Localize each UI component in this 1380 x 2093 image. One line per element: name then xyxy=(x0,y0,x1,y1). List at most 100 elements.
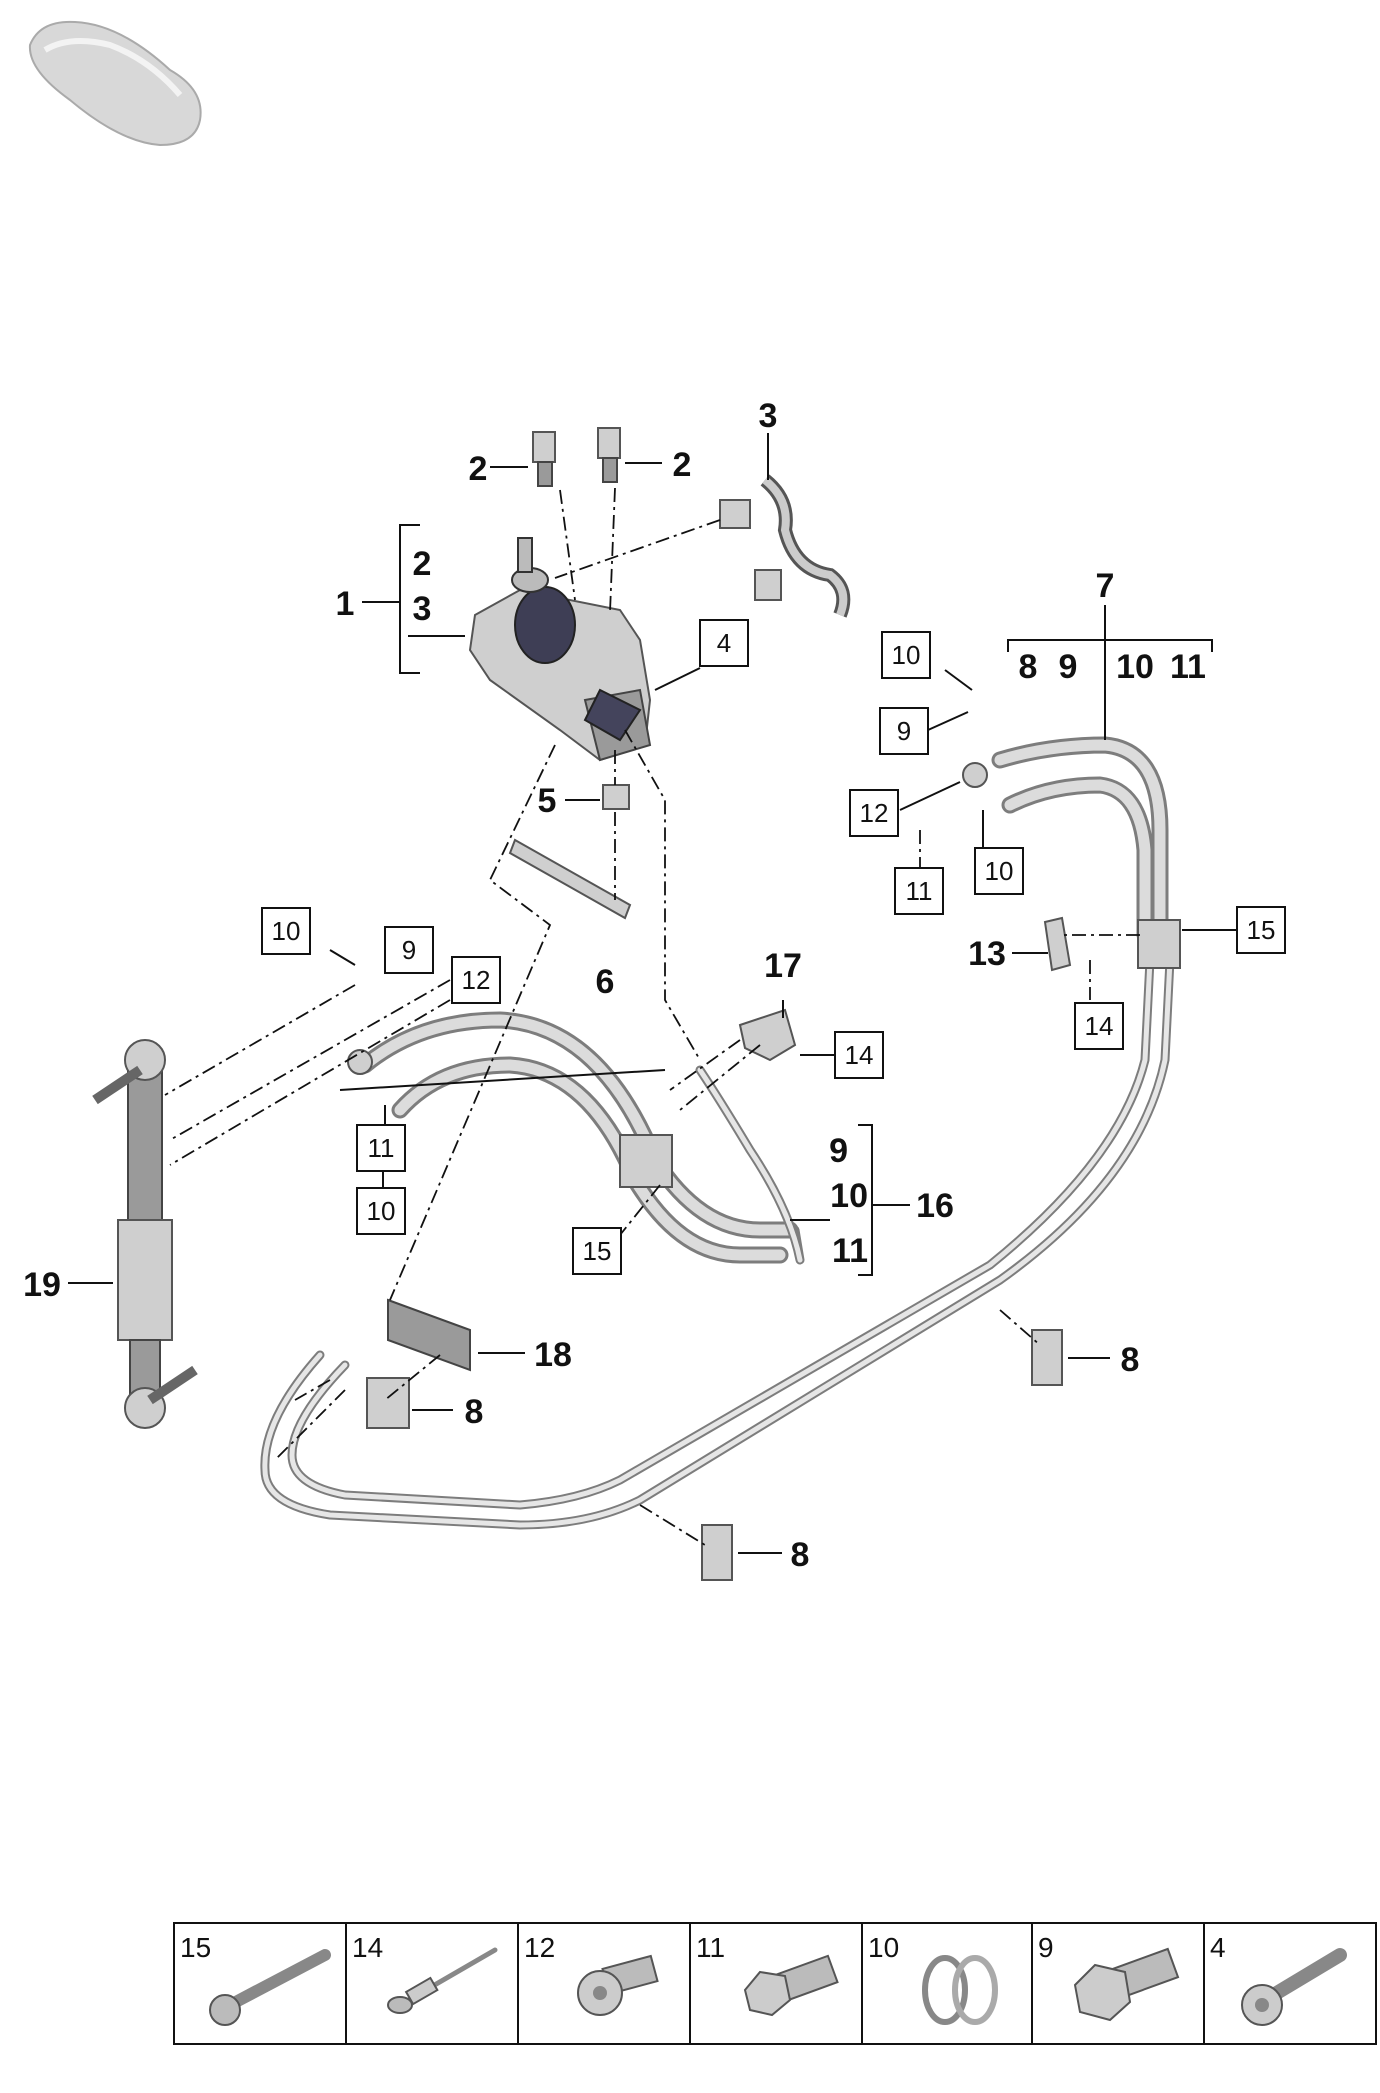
callout-10: 10 xyxy=(830,1177,868,1215)
rubber-mount xyxy=(602,784,630,810)
banjo-fitting-right xyxy=(962,762,988,788)
seal-ring-icon xyxy=(922,1955,998,2025)
callout-9: 9 xyxy=(829,1132,848,1170)
vehicle-thumbnail-icon xyxy=(28,20,202,147)
svg-text:11: 11 xyxy=(906,876,933,906)
svg-text:10: 10 xyxy=(892,640,921,670)
box-10: 10 xyxy=(881,631,931,679)
small-bracket xyxy=(1043,916,1072,972)
boxed-labels: 4 10 9 12 11 10 15 14 14 10 9 12 11 10 1… xyxy=(261,619,1286,1275)
svg-text:9: 9 xyxy=(402,935,416,965)
callout-10: 10 xyxy=(1116,648,1154,686)
svg-text:15: 15 xyxy=(1247,915,1276,945)
callout-labels: 1 2 3 2 2 3 5 6 7 8 9 10 11 13 17 9 10 1… xyxy=(23,397,1206,1574)
clip-right xyxy=(1031,1329,1063,1386)
box-11: 11 xyxy=(356,1124,406,1172)
box-12: 12 xyxy=(849,789,899,837)
svg-text:15: 15 xyxy=(583,1236,612,1266)
svg-text:12: 12 xyxy=(524,1932,555,1963)
svg-text:11: 11 xyxy=(696,1932,725,1963)
svg-text:9: 9 xyxy=(1038,1932,1054,1963)
box-4: 4 xyxy=(699,619,749,667)
hydraulic-lines xyxy=(260,736,1175,1530)
box-12: 12 xyxy=(451,956,501,1004)
callout-8: 8 xyxy=(465,1393,484,1431)
svg-text:9: 9 xyxy=(897,716,911,746)
legend-cell-14: 14 xyxy=(352,1932,498,2014)
hydraulic-strut xyxy=(92,1039,198,1429)
wiring-harness xyxy=(719,474,851,618)
callout-8: 8 xyxy=(791,1536,810,1574)
box-15: 15 xyxy=(572,1227,622,1275)
legend-cell-10: 10 xyxy=(868,1932,998,2025)
bracket xyxy=(738,1008,797,1062)
callout-2: 2 xyxy=(469,450,488,488)
svg-text:14: 14 xyxy=(352,1932,383,1963)
box-11: 11 xyxy=(894,867,944,915)
svg-text:12: 12 xyxy=(462,965,491,995)
svg-text:11: 11 xyxy=(368,1133,395,1163)
box-10: 10 xyxy=(356,1187,406,1235)
callout-18: 18 xyxy=(534,1336,572,1374)
box-10: 10 xyxy=(974,847,1024,895)
clip-left xyxy=(366,1377,410,1429)
callout-11: 11 xyxy=(1170,648,1206,686)
clamp-middle xyxy=(619,1134,673,1188)
callout-3: 3 xyxy=(759,397,778,435)
pump-unit xyxy=(468,537,652,762)
box-10: 10 xyxy=(261,907,311,955)
callout-9: 9 xyxy=(1059,648,1078,686)
long-bolt-icon xyxy=(209,1949,331,2026)
svg-text:4: 4 xyxy=(717,628,731,658)
hex-banjo-bolt-icon xyxy=(1073,1947,1180,2022)
callout-2: 2 xyxy=(673,446,692,484)
banjo-bolt-icon xyxy=(743,1954,839,2017)
fastener-legend: 15 14 12 11 xyxy=(173,1922,1377,2045)
callout-13: 13 xyxy=(968,935,1006,973)
svg-text:10: 10 xyxy=(272,916,301,946)
pressure-switch-left xyxy=(532,431,556,487)
callout-2: 2 xyxy=(413,545,432,583)
legend-cell-12: 12 xyxy=(524,1932,659,2016)
callout-6: 6 xyxy=(596,963,615,1001)
callout-leaders xyxy=(68,433,1237,1554)
flange-bolt-icon xyxy=(1241,1948,1347,2026)
clamp-right xyxy=(1137,919,1181,969)
callout-7: 7 xyxy=(1096,567,1115,605)
callout-3: 3 xyxy=(413,590,432,628)
box-14: 14 xyxy=(834,1031,884,1079)
pressure-switch-right xyxy=(597,427,621,483)
legend-cell-4: 4 xyxy=(1210,1932,1347,2026)
svg-text:12: 12 xyxy=(860,798,889,828)
svg-text:4: 4 xyxy=(1210,1932,1226,1963)
callout-16: 16 xyxy=(916,1187,954,1225)
clip-bottom xyxy=(701,1524,733,1581)
mounting-strip xyxy=(508,838,632,920)
callout-1: 1 xyxy=(336,585,355,623)
legend-cell-11: 11 xyxy=(696,1932,839,2017)
callout-11: 11 xyxy=(832,1232,868,1270)
box-9: 9 xyxy=(384,926,434,974)
callout-8: 8 xyxy=(1121,1341,1140,1379)
svg-text:10: 10 xyxy=(985,856,1014,886)
callout-19: 19 xyxy=(23,1266,61,1304)
box-15: 15 xyxy=(1236,906,1286,954)
box-14: 14 xyxy=(1074,1002,1124,1050)
legend-cell-15: 15 xyxy=(180,1932,331,2026)
assembly-lines xyxy=(164,487,1140,1546)
heat-shield xyxy=(387,1298,471,1372)
blind-rivet-icon xyxy=(387,1947,498,2014)
svg-text:14: 14 xyxy=(1085,1011,1114,1041)
legend-cell-9: 9 xyxy=(1038,1932,1180,2022)
svg-text:15: 15 xyxy=(180,1932,211,1963)
svg-text:10: 10 xyxy=(367,1196,396,1226)
box-9: 9 xyxy=(879,707,929,755)
svg-text:14: 14 xyxy=(845,1040,874,1070)
banjo-fitting-left xyxy=(347,1049,373,1075)
callout-17: 17 xyxy=(764,947,802,985)
callout-5: 5 xyxy=(538,782,557,820)
svg-text:10: 10 xyxy=(868,1932,899,1963)
callout-8: 8 xyxy=(1019,648,1038,686)
torx-screw-icon xyxy=(577,1954,659,2016)
